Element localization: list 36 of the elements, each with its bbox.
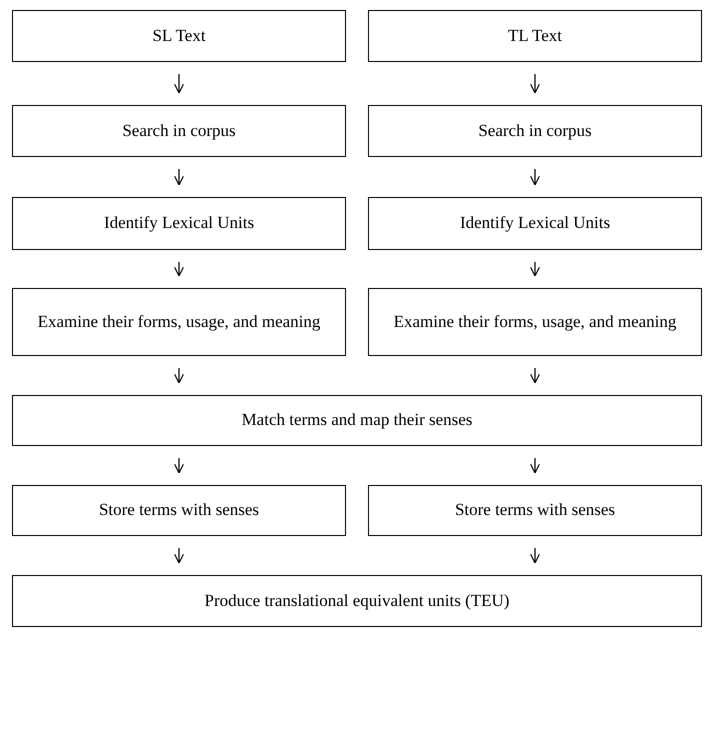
step-label: Store terms with senses (98, 499, 260, 522)
process-box (368, 485, 702, 536)
process-box (12, 197, 346, 250)
process-box (12, 105, 346, 157)
arrow (174, 74, 184, 94)
step-label: Examine their forms, usage, and meaning (36, 310, 322, 333)
arrow (174, 169, 184, 186)
arrow (530, 74, 540, 94)
process-box (12, 10, 346, 62)
arrow (174, 548, 184, 564)
step-label: SL Text (151, 24, 207, 47)
arrow (530, 368, 540, 384)
process-box (368, 10, 702, 62)
step-label: Store terms with senses (454, 499, 616, 522)
process-box (368, 105, 702, 157)
step-label: Identify Lexical Units (458, 212, 612, 234)
arrow (174, 368, 184, 384)
step-label: Match terms and map their senses (240, 409, 474, 432)
arrow (530, 458, 540, 474)
step-label: TL Text (506, 24, 564, 47)
process-box (368, 197, 702, 250)
arrow (530, 548, 540, 564)
step-label: Search in corpus (121, 120, 237, 142)
step-label: Search in corpus (477, 120, 593, 142)
arrow (530, 169, 540, 186)
process-box (12, 575, 702, 627)
step-label: Identify Lexical Units (102, 212, 256, 234)
arrow (174, 458, 184, 474)
step-label: Produce translational equivalent units (TEU) (204, 590, 510, 612)
process-box (12, 485, 346, 536)
process-box (12, 395, 702, 446)
arrow (530, 262, 540, 277)
process-box (368, 288, 702, 356)
step-label: Examine their forms, usage, and meaning (392, 310, 678, 333)
process-box (12, 288, 346, 356)
arrow (174, 262, 184, 277)
